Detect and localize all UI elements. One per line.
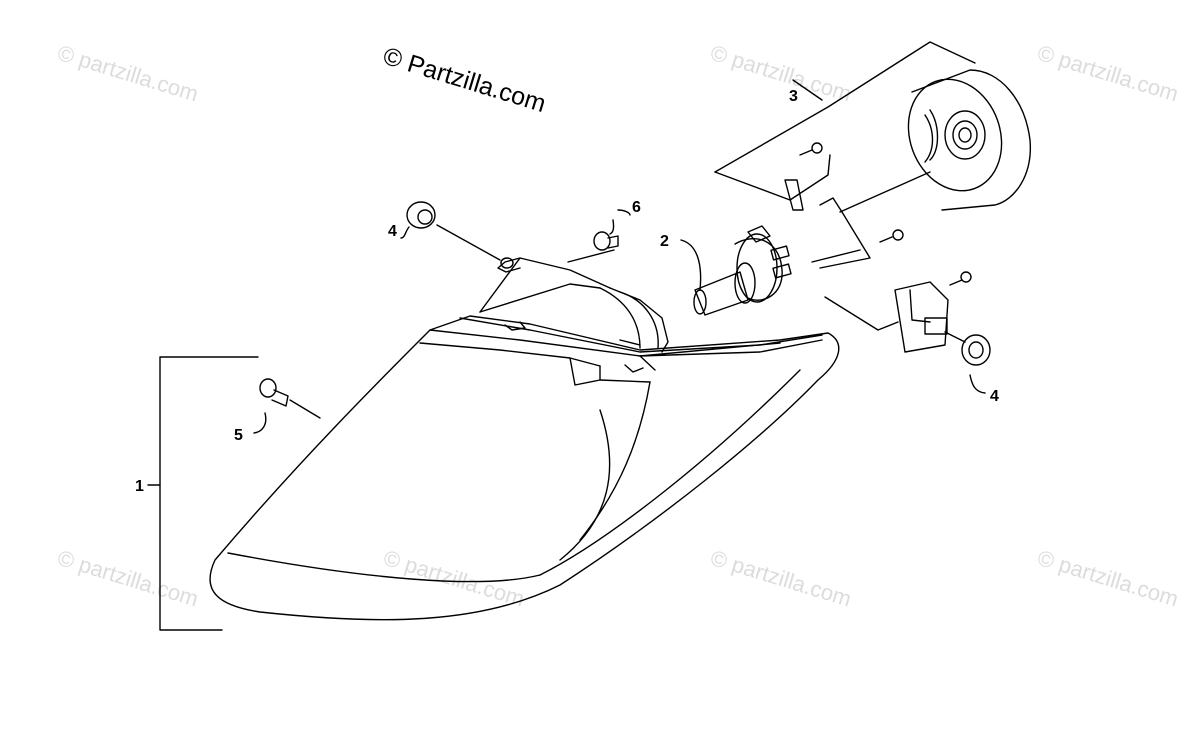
small-screw xyxy=(799,142,972,286)
grommet xyxy=(406,201,436,229)
callout-4-right: 4 xyxy=(990,388,999,405)
bulb-cap xyxy=(907,69,1031,211)
nut xyxy=(961,334,991,366)
screw-5 xyxy=(259,378,289,407)
callout-1: 1 xyxy=(135,478,144,495)
callout-6: 6 xyxy=(632,199,641,216)
callout-4-left: 4 xyxy=(388,223,397,240)
callout-5: 5 xyxy=(234,427,243,444)
screw-6 xyxy=(593,231,619,251)
mounting-bracket xyxy=(894,281,949,353)
wire-clip xyxy=(784,179,871,269)
headlight-housing xyxy=(209,257,840,621)
callout-bracket-1 xyxy=(159,356,259,631)
callout-3: 3 xyxy=(789,88,798,105)
headlight-bulb xyxy=(693,225,792,316)
callout-2: 2 xyxy=(660,233,669,250)
